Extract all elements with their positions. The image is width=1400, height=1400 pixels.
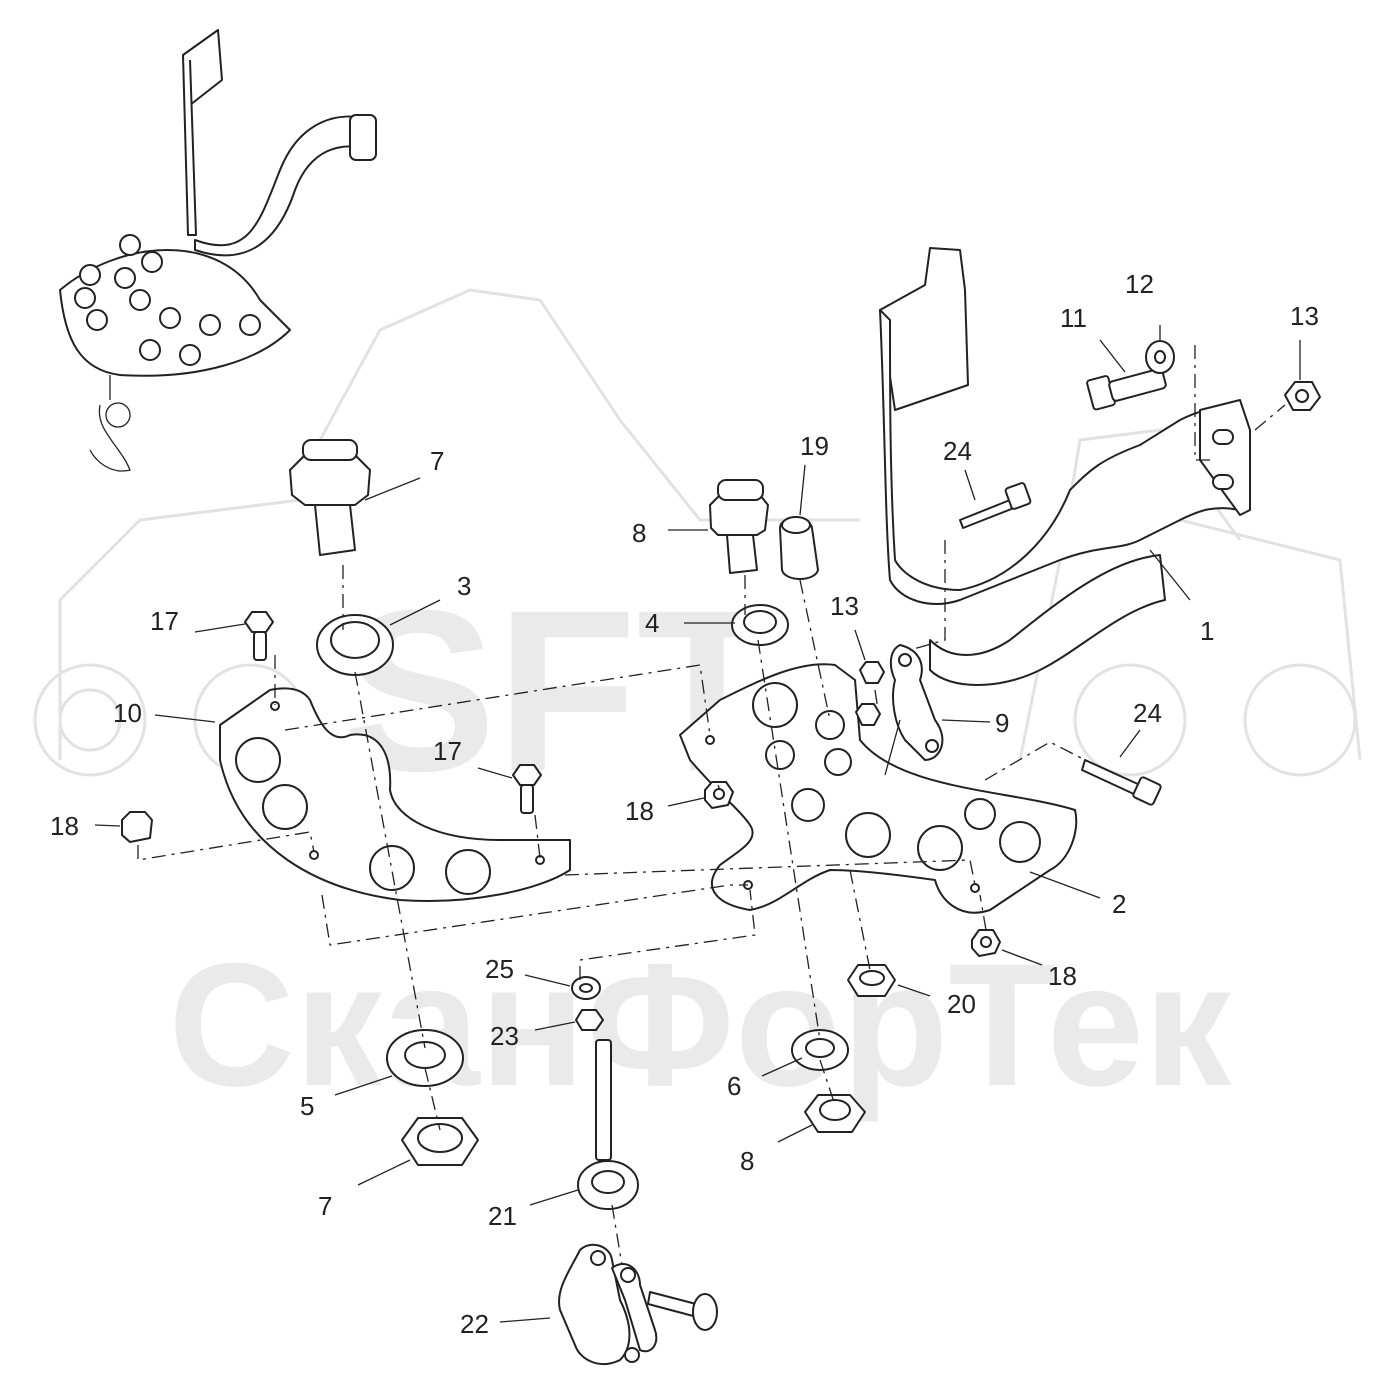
callout-24-right: 24 [1133, 698, 1162, 728]
callout-17-center: 17 [433, 736, 462, 766]
callout-8-bottom: 8 [740, 1146, 754, 1176]
callout-9: 9 [995, 708, 1009, 738]
bolt-17-left [244, 611, 274, 661]
washer-6 [791, 1029, 849, 1071]
callout-25: 25 [485, 954, 514, 984]
washer-25 [571, 976, 601, 1000]
washer-5 [386, 1029, 464, 1087]
fitting-8-top [709, 479, 769, 574]
callout-17-left: 17 [150, 606, 179, 636]
callout-11: 11 [1060, 303, 1087, 333]
watermark-company-text: СканФорТек [168, 928, 1232, 1123]
nuts-13-middle [855, 661, 885, 726]
washer-4 [731, 604, 789, 646]
nut-13-top [1284, 381, 1321, 411]
callout-10: 10 [113, 698, 142, 728]
eyebolt-21 [577, 1039, 639, 1210]
callout-18-left: 18 [50, 811, 79, 841]
callout-4: 4 [645, 608, 659, 638]
bolt-11 [1086, 367, 1167, 411]
callout-18-center: 18 [625, 796, 654, 826]
fitting-7-top [289, 439, 371, 556]
nut-23 [575, 1009, 604, 1031]
callout-5: 5 [300, 1091, 314, 1121]
callout-19: 19 [800, 431, 829, 461]
callout-13-top: 13 [1290, 301, 1319, 331]
pin-24-right [1081, 759, 1162, 806]
pin-24-top [959, 482, 1032, 529]
bolt-17-center [512, 764, 542, 814]
nut-18-left [121, 811, 153, 843]
inset-fittings [74, 234, 261, 366]
callout-22: 22 [460, 1309, 489, 1339]
callout-24-top: 24 [943, 436, 972, 466]
callout-23: 23 [490, 1021, 519, 1051]
nut-8-bottom [804, 1094, 866, 1133]
leader-lines [94, 325, 1301, 1323]
callout-13-middle: 13 [830, 591, 859, 621]
washer-12 [1145, 340, 1175, 374]
washer-3 [316, 614, 394, 676]
callout-7-bottom: 7 [318, 1191, 332, 1221]
nut-20 [847, 964, 896, 997]
callout-6: 6 [727, 1071, 741, 1101]
assembly-lines [137, 345, 1286, 1266]
callout-labels: 1 2 3 4 5 6 7 7 8 8 9 10 11 12 13 13 17 … [50, 269, 1319, 1339]
callout-2: 2 [1112, 889, 1126, 919]
callout-7-top: 7 [430, 446, 444, 476]
callout-3: 3 [457, 571, 471, 601]
nut-18-right [971, 929, 1001, 957]
nut-7-bottom [401, 1117, 479, 1166]
callout-18-right: 18 [1048, 961, 1077, 991]
plate-part-2 [679, 663, 1078, 914]
shackle-22 [558, 1243, 718, 1365]
assembled-inset-view [59, 29, 377, 472]
callout-21: 21 [488, 1201, 517, 1231]
plate-part-10 [219, 687, 571, 902]
callout-1: 1 [1200, 616, 1214, 646]
cap-19 [779, 516, 819, 580]
callout-12: 12 [1125, 269, 1154, 299]
shackle-9 [884, 644, 944, 776]
callout-20: 20 [947, 989, 976, 1019]
bracket-part-1 [879, 247, 1251, 686]
callout-8-top: 8 [632, 518, 646, 548]
